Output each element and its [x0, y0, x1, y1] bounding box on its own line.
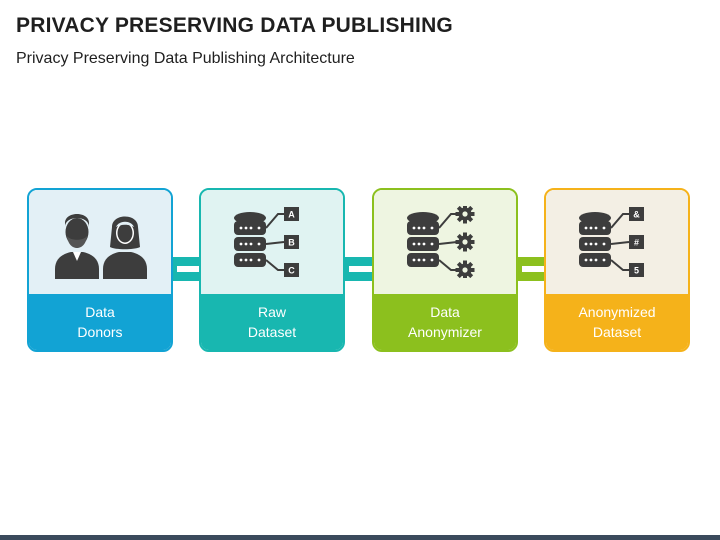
tag-label: 5: [634, 266, 639, 276]
stage-icon-area: & # 5: [546, 190, 688, 294]
database-gear-icon: [407, 206, 475, 278]
bottom-divider: [0, 535, 720, 540]
tag-label: &: [633, 210, 640, 220]
stage-label-line1: Raw: [257, 304, 286, 320]
page-subtitle: Privacy Preserving Data Publishing Archi…: [16, 50, 355, 67]
stage-label: Anonymized Dataset: [546, 294, 688, 350]
stage-label-line2: Dataset: [247, 324, 297, 340]
people-icon: [55, 214, 147, 279]
page-title: PRIVACY PRESERVING DATA PUBLISHING: [16, 14, 453, 37]
stage-label-line2: Anonymizer: [408, 324, 482, 340]
stage-card-data-donors: Data Donors: [27, 188, 173, 352]
stage-icon-area: [374, 190, 516, 294]
stage-card-data-anonymizer: Data Anonymizer: [372, 188, 518, 352]
database-icon: & # 5: [579, 207, 644, 277]
stage-label: Data Donors: [29, 294, 171, 350]
tag-label: A: [288, 210, 295, 220]
tag-label: #: [634, 238, 639, 248]
stage-icon-area: A B C: [201, 190, 343, 294]
stage-label: Raw Dataset: [201, 294, 343, 350]
tag-label: C: [288, 266, 295, 276]
database-icon: A B C: [234, 207, 299, 277]
tag-label: B: [288, 238, 295, 248]
stage-label-line1: Data: [430, 304, 460, 320]
stage-icon-area: [29, 190, 171, 294]
stage-label-line2: Dataset: [592, 324, 642, 340]
stage-card-anonymized-dataset: & # 5 Anonymized Dataset: [544, 188, 690, 352]
stage-label-line1: Data: [85, 304, 115, 320]
stage-label-line1: Anonymized: [578, 304, 656, 320]
stage-label: Data Anonymizer: [374, 294, 516, 350]
stage-card-raw-dataset: A B C Raw Dataset: [199, 188, 345, 352]
stage-label-line2: Donors: [77, 324, 123, 340]
